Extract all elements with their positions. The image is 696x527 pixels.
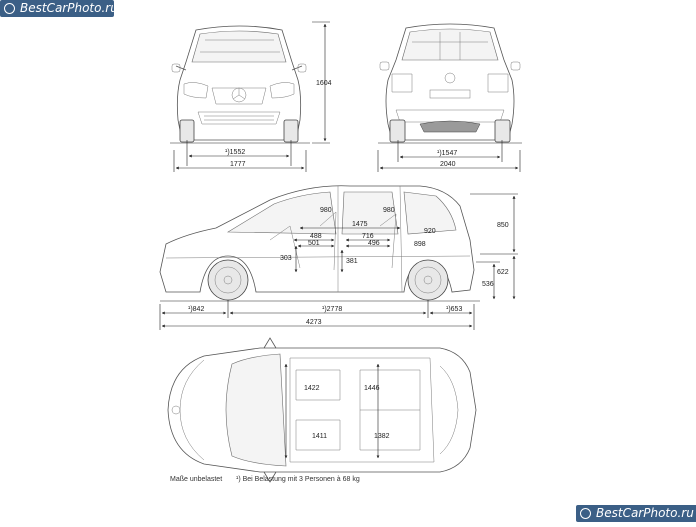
rear-overhang-label: ¹)653 <box>446 306 462 313</box>
rear-width-label: 2040 <box>440 161 456 168</box>
legroom-rear2-label: 496 <box>368 240 380 247</box>
watermark-bottom-text: BestCarPhoto.ru <box>596 506 694 520</box>
head-rear-label: 980 <box>383 207 395 214</box>
rear-hip-label: 1382 <box>374 433 390 440</box>
legroom-front2-label: 501 <box>308 240 320 247</box>
front-view: 1604 ¹)1552 1777 <box>170 21 332 172</box>
footer-note: Maße unbelastet <box>170 476 223 483</box>
seat-height-rear-label: 381 <box>346 258 358 265</box>
sill-height-label: 536 <box>482 281 494 288</box>
front-hip-label: 1411 <box>312 433 327 440</box>
camera-icon <box>4 3 15 14</box>
front-overhang-label: ¹)842 <box>188 306 204 313</box>
front-track-label: ¹)1552 <box>225 149 245 156</box>
rear-elbow-label: 1446 <box>364 385 380 392</box>
length-label: 4273 <box>306 319 322 326</box>
legroom-front-label: 488 <box>310 233 322 240</box>
seat-height-label: 303 <box>280 255 292 262</box>
watermark-top[interactable]: BestCarPhoto.ru <box>0 0 118 17</box>
head-front-label: 980 <box>320 207 332 214</box>
footer-footnote: ¹) Bei Belastung mit 3 Personen à 68 kg <box>236 476 360 483</box>
camera-icon <box>580 508 591 519</box>
top-view: 1422 1446 1411 1382 <box>167 337 477 483</box>
front-height-label: 1604 <box>316 80 332 87</box>
legroom-rear-label: 716 <box>362 233 374 240</box>
rear-inner-label: 898 <box>414 241 426 248</box>
rear-view: ¹)1547 2040 <box>377 23 522 172</box>
front-width-label: 1777 <box>230 161 246 168</box>
watermark-top-text: BestCarPhoto.ru <box>20 1 118 15</box>
side-view: 980 980 1475 920 488 501 716 496 898 303… <box>159 185 518 330</box>
boot-height-label: 622 <box>497 269 509 276</box>
shoulder-front-label: 1475 <box>352 221 368 228</box>
rear-track-label: ¹)1547 <box>437 150 457 157</box>
front-elbow-label: 1422 <box>304 385 320 392</box>
shoulder-rear-label: 920 <box>424 228 436 235</box>
watermark-bottom[interactable]: BestCarPhoto.ru <box>576 505 696 522</box>
wheelbase-label: ¹)2778 <box>322 306 342 313</box>
roof-rail-label: 850 <box>497 222 509 229</box>
